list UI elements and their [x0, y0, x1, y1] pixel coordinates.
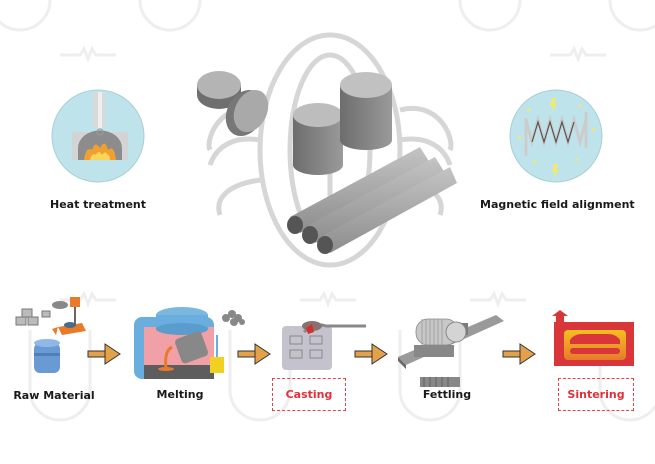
furnace-fire-icon: [51, 89, 145, 183]
process-label-melting: Melting: [156, 388, 204, 401]
process-label-sintering-box: Sintering: [558, 378, 634, 411]
arrow-icon: [237, 343, 271, 365]
magnetic-alignment-label: Magnetic field alignment: [480, 198, 635, 211]
arrow-icon: [502, 343, 536, 365]
process-label-sintering: Sintering: [567, 388, 625, 401]
process-label-casting: Casting: [285, 388, 333, 401]
metal-scraps-icon: [222, 310, 245, 326]
arrow-icon: [87, 343, 121, 365]
casting-mold-icon: [282, 321, 366, 370]
process-label-fettling: Fettling: [422, 388, 472, 401]
heat-treatment-label: Heat treatment: [49, 198, 146, 211]
fettling-machine-icon: [398, 315, 504, 387]
process-label-raw-material: Raw Material: [13, 389, 95, 402]
sintering-oven-icon: [552, 310, 634, 366]
magnetic-alignment-step: [508, 88, 604, 184]
magnet-products-icon: [197, 71, 457, 254]
raw-material-icon: [15, 297, 86, 373]
heat-treatment-step: [50, 88, 146, 184]
melting-furnace-icon: [134, 307, 224, 379]
magnetic-coil-icon: [509, 89, 603, 183]
arrow-icon: [354, 343, 388, 365]
process-label-casting-box: Casting: [272, 378, 346, 411]
